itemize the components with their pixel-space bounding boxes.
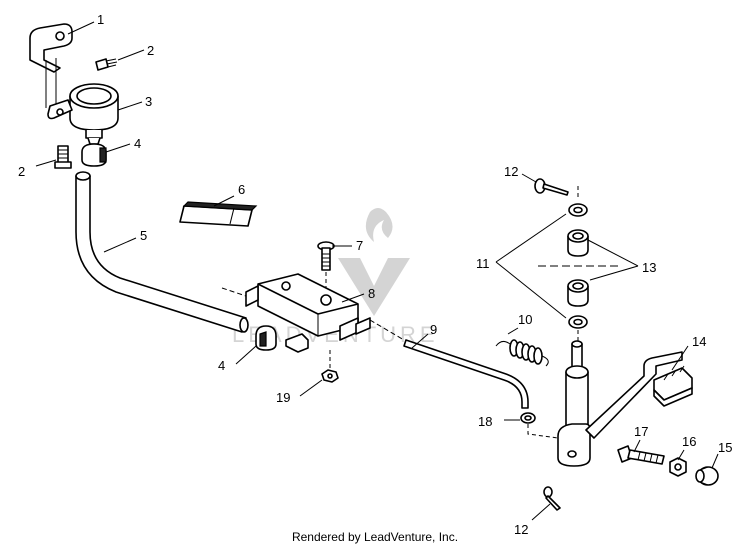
callout-1: 1 <box>97 12 104 27</box>
callout-4-bottom: 4 <box>218 358 225 373</box>
part-4-clamp-upper <box>81 143 107 167</box>
callout-18: 18 <box>478 414 492 429</box>
part-17-bolt <box>617 445 665 465</box>
part-12-cotter-pin-top <box>534 178 569 196</box>
part-2-screw-left <box>54 145 72 169</box>
callout-10: 10 <box>518 312 532 327</box>
part-12-cotter-pin-bottom <box>543 486 561 511</box>
callout-13: 13 <box>642 260 656 275</box>
callout-12-top: 12 <box>504 164 518 179</box>
part-15-bushing <box>695 466 719 486</box>
part-18-washer <box>520 412 559 439</box>
callout-17: 17 <box>634 424 648 439</box>
callout-2-left: 2 <box>18 164 25 179</box>
part-3-reservoir <box>47 83 119 145</box>
part-5-hose <box>75 171 249 333</box>
part-1-bracket <box>29 23 73 108</box>
part-19-nut <box>321 350 339 383</box>
part-8-master-cylinder <box>221 273 405 353</box>
part-7-bolt <box>317 241 335 290</box>
callout-11: 11 <box>476 256 490 271</box>
part-4-clamp-lower <box>255 325 277 351</box>
part-14-brake-pedal <box>557 340 693 467</box>
callout-2-top: 2 <box>147 43 154 58</box>
callout-9: 9 <box>430 322 437 337</box>
callout-labels: 1 2 3 2 4 5 6 7 8 4 19 9 10 18 12 11 13 … <box>18 12 732 537</box>
part-9-push-rod <box>403 339 529 409</box>
callout-12-bottom: 12 <box>514 522 528 537</box>
callout-6: 6 <box>238 182 245 197</box>
callout-16: 16 <box>682 434 696 449</box>
part-6-sleeve <box>179 201 258 227</box>
part-10-spring <box>495 339 549 367</box>
callout-8: 8 <box>368 286 375 301</box>
footer-credit: Rendered by LeadVenture, Inc. <box>291 530 459 544</box>
callout-14: 14 <box>692 334 706 349</box>
callout-3: 3 <box>145 94 152 109</box>
part-11-washer-top <box>568 203 588 217</box>
part-13-bushing-top <box>567 229 589 257</box>
callout-15: 15 <box>718 440 732 455</box>
leader-lines <box>35 21 719 521</box>
part-16-nut <box>669 457 687 477</box>
part-13-bushing-bottom <box>567 279 589 307</box>
part-2-screw-top <box>95 58 118 71</box>
callout-7: 7 <box>356 238 363 253</box>
part-11-washer-bottom <box>568 315 588 329</box>
callout-19: 19 <box>276 390 290 405</box>
callout-5: 5 <box>140 228 147 243</box>
callout-4-top: 4 <box>134 136 141 151</box>
